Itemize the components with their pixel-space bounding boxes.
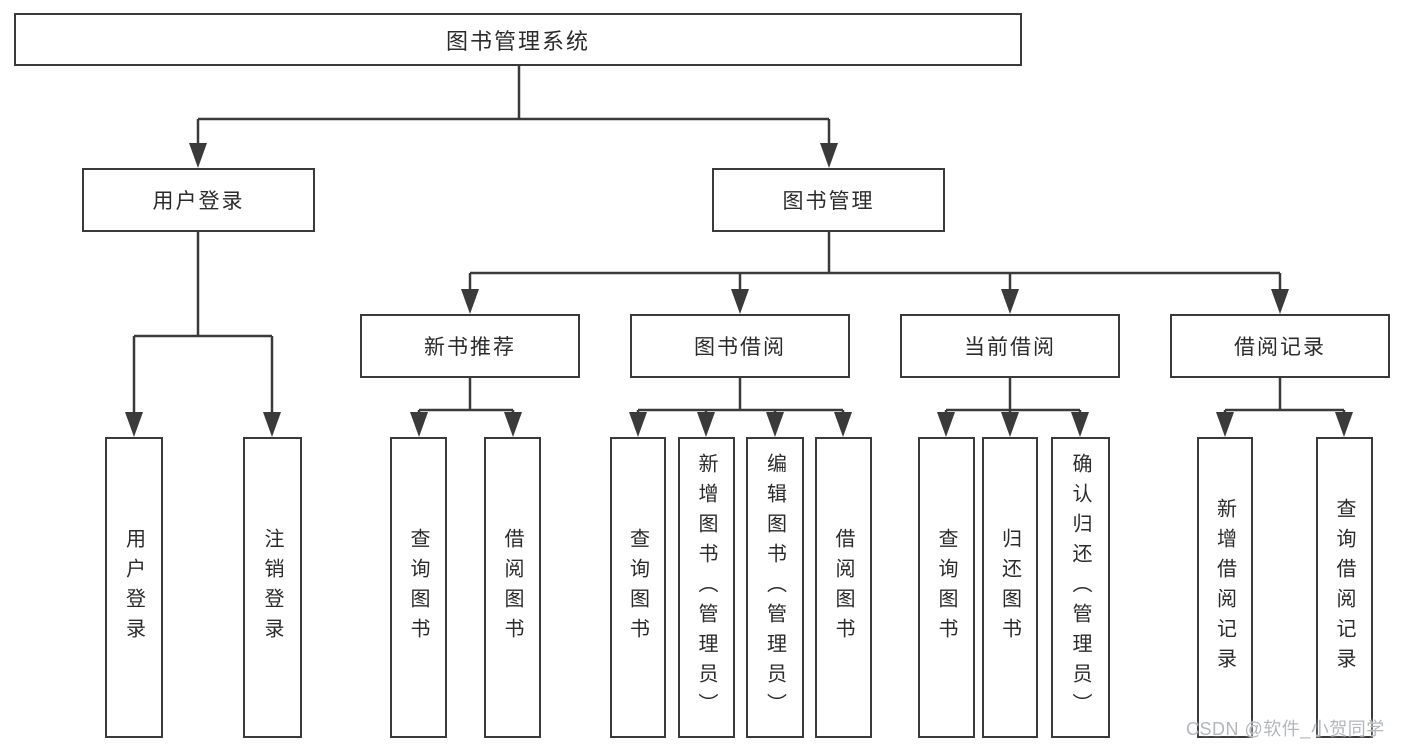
node-book-borrowing: 图书借阅: [630, 314, 850, 378]
node-leaf-query-books-3: 查询图书: [918, 437, 975, 738]
connector-arrowheads: [125, 143, 1353, 437]
node-new-book-recommendation: 新书推荐: [360, 314, 580, 378]
node-leaf-query-borrow-record: 查询借阅记录: [1316, 437, 1373, 738]
node-leaf-user-login: 用户登录: [105, 437, 163, 738]
node-leaf-add-books-admin: 新增图书（管理员）: [678, 437, 735, 738]
node-book-management: 图书管理: [712, 168, 945, 232]
node-leaf-confirm-return-admin: 确认归还（管理员）: [1051, 437, 1110, 738]
node-leaf-query-books-2: 查询图书: [610, 437, 666, 738]
node-leaf-return-books: 归还图书: [982, 437, 1038, 738]
csdn-watermark: CSDN @软件_小贺同学: [1186, 719, 1385, 739]
node-leaf-logout: 注销登录: [243, 437, 302, 738]
node-leaf-query-books-1: 查询图书: [390, 437, 447, 738]
node-borrowing-records: 借阅记录: [1170, 314, 1390, 378]
node-leaf-add-borrow-record: 新增借阅记录: [1197, 437, 1253, 738]
node-book-management-system: 图书管理系统: [14, 13, 1022, 66]
node-leaf-edit-books-admin: 编辑图书（管理员）: [746, 437, 804, 738]
node-leaf-borrow-books-1: 借阅图书: [484, 437, 541, 738]
node-user-login: 用户登录: [82, 168, 315, 232]
node-leaf-borrow-books-2: 借阅图书: [815, 437, 872, 738]
node-current-borrowing: 当前借阅: [900, 314, 1120, 378]
